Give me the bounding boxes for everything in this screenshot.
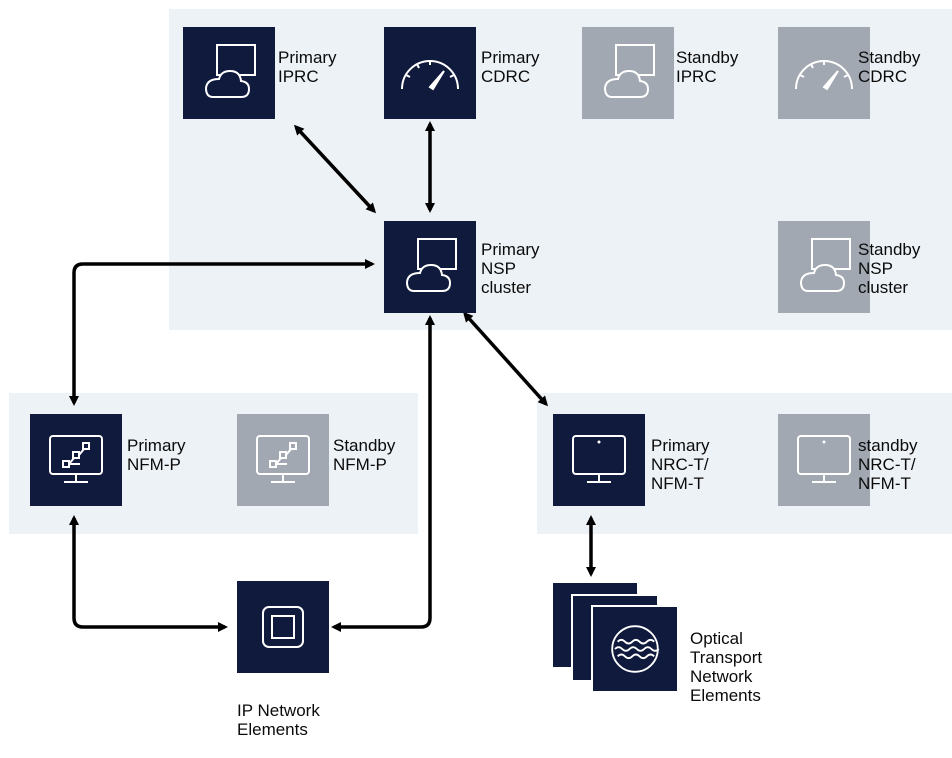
network-monitor-icon — [49, 435, 103, 483]
monitor-icon — [572, 435, 626, 483]
cloud-window-icon — [204, 44, 256, 98]
standby-nfmp-node — [237, 414, 329, 506]
primary-nsp-node — [384, 221, 476, 313]
speedometer-icon — [795, 60, 853, 91]
wave-circle-icon — [611, 625, 660, 673]
arrow-nfmp-ipne — [69, 515, 228, 632]
standby-iprc-node — [582, 27, 674, 119]
cloud-window-icon — [405, 238, 457, 292]
standby-nrct-node — [778, 414, 870, 506]
standby-nsp-node — [778, 221, 870, 313]
square-chip-icon — [262, 606, 304, 648]
ip-ne-node — [237, 581, 329, 673]
primary-nfmp-node — [30, 414, 122, 506]
primary-cdrc-node — [384, 27, 476, 119]
optical-ne-node — [591, 605, 679, 693]
primary-iprc-node — [183, 27, 275, 119]
standby-cdrc-node — [778, 27, 870, 119]
cloud-window-icon — [799, 238, 851, 292]
monitor-icon — [797, 435, 851, 483]
cloud-window-icon — [603, 44, 655, 98]
network-monitor-icon — [256, 435, 310, 483]
speedometer-icon — [401, 60, 459, 91]
primary-nrct-node — [553, 414, 645, 506]
